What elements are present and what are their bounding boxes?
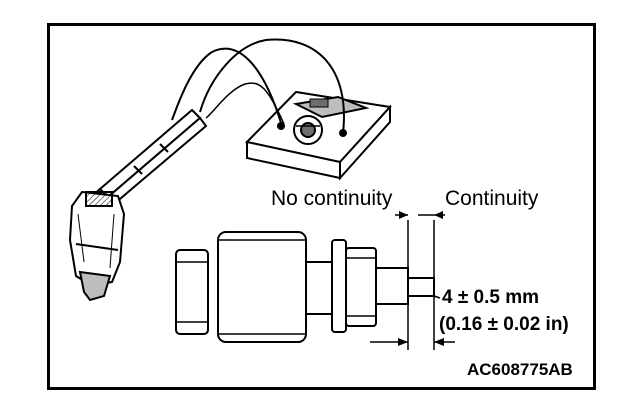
- dimension-arrows-icon: [370, 211, 455, 350]
- dimension-mm-label: 4 ± 0.5 mm: [442, 287, 540, 308]
- label-continuity: Continuity: [445, 187, 539, 210]
- switch-body-icon: [175, 231, 409, 343]
- dimension-in-label: (0.16 ± 0.02 in): [439, 314, 569, 335]
- label-no-continuity: No continuity: [271, 187, 393, 210]
- probe-switch-icon: [68, 190, 126, 302]
- plunger-icon: [407, 277, 435, 297]
- multimeter-icon: [245, 90, 392, 181]
- figure-id-label: AC608775AB: [467, 360, 573, 379]
- figure-frame: [47, 23, 596, 390]
